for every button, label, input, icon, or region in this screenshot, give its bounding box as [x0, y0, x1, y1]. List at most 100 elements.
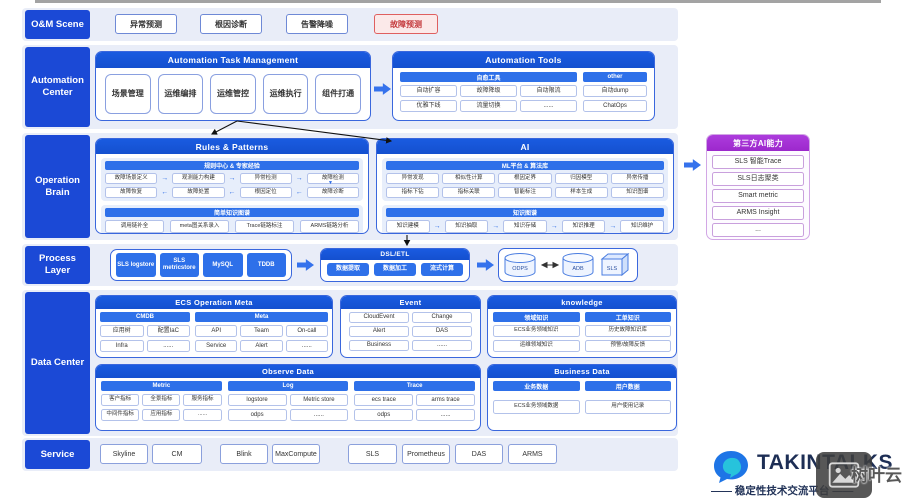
- watermark-text: 树叶云: [851, 466, 902, 485]
- service-maxcompute: MaxCompute: [272, 444, 320, 464]
- ecs-operation-meta-panel: ECS Operation Meta CMDB 应用树 配置IaC Infra …: [95, 295, 333, 358]
- sidebar-item-service: Service: [25, 440, 90, 469]
- storage-shapes: ODPS ADB SLS: [504, 252, 630, 277]
- tool-chip: 故障降级: [460, 85, 517, 97]
- panel-title: AI: [377, 139, 673, 154]
- third-party-chip: SLS 智能Trace: [712, 155, 804, 169]
- domain-items: ECS业务领域知识 运维领域知识: [493, 325, 580, 352]
- cmdb-chip: 配置IaC: [146, 325, 190, 337]
- arrow-right-icon: [295, 175, 304, 182]
- cmdb-chip: Infra: [100, 340, 144, 352]
- flow-chip: 异常检测: [239, 173, 292, 184]
- flow-chip: 故障处置: [172, 187, 225, 198]
- trace-chip: ......: [416, 409, 476, 421]
- group-title: CMDB: [100, 312, 190, 322]
- tool-chip: ChatOps: [583, 100, 647, 112]
- task-chip: 场景管理: [105, 74, 151, 114]
- scene-alert-noise-reduction: 告警降噪: [286, 14, 348, 34]
- arrow-left-icon: [295, 189, 304, 196]
- dsl-etl-panel: DSL/ETL 数据提取 数据加工 流式计算: [320, 248, 470, 282]
- selfheal-group: 自愈工具 自动扩容 故障降级 自动限流 优雅下线 流量切换 ......: [400, 72, 577, 112]
- tool-chip: 自动限流: [520, 85, 577, 97]
- tool-chip: 自动dump: [583, 85, 647, 97]
- observe-body: Metric 客户指标 全景指标 服务指标 中间件指标 应用指标 ...... …: [96, 378, 480, 424]
- knowledge-chip: 历史故障知识库: [584, 325, 671, 337]
- kg-flow-chip: 知识存储: [503, 220, 547, 233]
- event-chip: Alert: [349, 326, 409, 337]
- kg-flow-chip: 知识建模: [386, 220, 430, 233]
- event-items: CloudEvent Change Alert DAS Business ...…: [341, 311, 480, 351]
- ml-chip: 异常发现: [386, 173, 440, 184]
- etl-chip: 数据加工: [374, 263, 416, 276]
- group-title: 用户数据: [584, 381, 671, 391]
- meta-chip: Service: [195, 340, 238, 352]
- event-chip: Business: [349, 340, 409, 351]
- trace-chip: ecs trace: [354, 394, 414, 406]
- rule-center-subsection: 规则中心 & 专家经验 故障场景定义 观测能力构建 异常检测 故障检测 故障恢复…: [101, 158, 363, 201]
- ml-chip: 样本生成: [554, 187, 608, 198]
- kg-chip: ARMS链路分析: [300, 220, 359, 233]
- subsection-title: 简单知识图谱: [105, 208, 359, 217]
- event-chip: Change: [412, 312, 472, 323]
- svg-text:ODPS: ODPS: [512, 266, 528, 272]
- panel-title: Business Data: [488, 365, 676, 378]
- automation-task-management-panel: Automation Task Management 场景管理 运维编排 运维管…: [95, 51, 371, 121]
- business-body: 业务数据 ECS业务领域数据 用户数据 用户使用记录: [488, 378, 676, 417]
- other-tools-group: other 自动dump ChatOps: [583, 72, 647, 112]
- scene-anomaly-prediction: 异常预测: [115, 14, 177, 34]
- source-chip: SLS metricstore: [159, 253, 199, 277]
- kg-chip: Trace链路标注: [235, 220, 294, 233]
- arrow-down-icon: [328, 180, 333, 186]
- flow-chip: 根因定位: [239, 187, 292, 198]
- task-chip: 组件打通: [315, 74, 361, 114]
- third-party-chip: ARMS Insight: [712, 206, 804, 220]
- sidebar-item-data-center: Data Center: [25, 292, 90, 434]
- kg-chip: 调用链补全: [105, 220, 164, 233]
- subsection-title: 规则中心 & 专家经验: [105, 161, 359, 170]
- kg-flow-chip: 知识抽取: [444, 220, 489, 233]
- data-sources-panel: SLS logstore SLS metricstore MySQL TDDB: [110, 249, 292, 281]
- scene-fault-prediction-highlighted: 故障预测: [374, 14, 438, 34]
- fault-flow-top: 故障场景定义 观测能力构建 异常检测 故障检测: [105, 173, 359, 184]
- trace-chip: arms trace: [416, 394, 476, 406]
- knowledge-chip: 运维领域知识: [493, 340, 580, 352]
- panel-title: knowledge: [488, 296, 676, 309]
- business-data-panel: Business Data 业务数据 ECS业务领域数据 用户数据 用户使用记录: [487, 364, 677, 431]
- observe-data-panel: Observe Data Metric 客户指标 全景指标 服务指标 中间件指标…: [95, 364, 481, 431]
- kg-flow-chip: 知识推理: [561, 220, 606, 233]
- third-party-items: SLS 智能Trace SLS日志聚类 Smart metric ARMS In…: [707, 151, 809, 239]
- meta-chip: Team: [240, 325, 283, 337]
- tool-chip: 自动扩容: [400, 85, 457, 97]
- panel-title: Observe Data: [96, 365, 480, 378]
- arrow-right-icon: [491, 223, 500, 230]
- tool-chip: 优雅下线: [400, 100, 457, 112]
- service-prometheus: Prometheus: [402, 444, 450, 464]
- flow-chip: 观测能力构建: [172, 173, 225, 184]
- arrow-left-icon: [228, 189, 237, 196]
- task-chip: 运维编排: [157, 74, 204, 114]
- flow-arrow-icon: [374, 83, 391, 95]
- group-title: Trace: [354, 381, 476, 391]
- third-party-chip: Smart metric: [712, 189, 804, 203]
- ml-chip: 相似性计算: [442, 173, 496, 184]
- group-title: Metric: [101, 381, 222, 391]
- sls-cube-icon: SLS: [600, 252, 630, 277]
- panel-title: Automation Tools: [393, 52, 654, 68]
- selfheal-items: 自动扩容 故障降级 自动限流 优雅下线 流量切换 ......: [400, 85, 577, 112]
- other-items: 自动dump ChatOps: [583, 85, 647, 112]
- ticket-knowledge-group: 工单知识 历史故障知识库 预警/故障反馈: [584, 312, 671, 352]
- trace-items: ecs trace arms trace odps ......: [354, 394, 476, 421]
- service-sls: SLS: [348, 444, 397, 464]
- ml-chip: 智能标注: [498, 187, 552, 198]
- fault-flow-bottom: 故障恢复 故障处置 根因定位 故障诊断: [105, 187, 359, 198]
- source-chip: SLS logstore: [116, 253, 156, 277]
- event-chip: CloudEvent: [349, 312, 409, 323]
- svg-text:ADB: ADB: [572, 266, 584, 272]
- metric-items: 客户指标 全景指标 服务指标 中间件指标 应用指标 ......: [101, 394, 222, 421]
- meta-chip: On-call: [285, 325, 328, 337]
- rules-body: 规则中心 & 专家经验 故障场景定义 观测能力构建 异常检测 故障检测 故障恢复…: [96, 154, 368, 233]
- adb-cylinder-icon: ADB: [562, 253, 594, 277]
- cmdb-chip: ......: [146, 340, 190, 352]
- log-chip: logstore: [227, 394, 287, 406]
